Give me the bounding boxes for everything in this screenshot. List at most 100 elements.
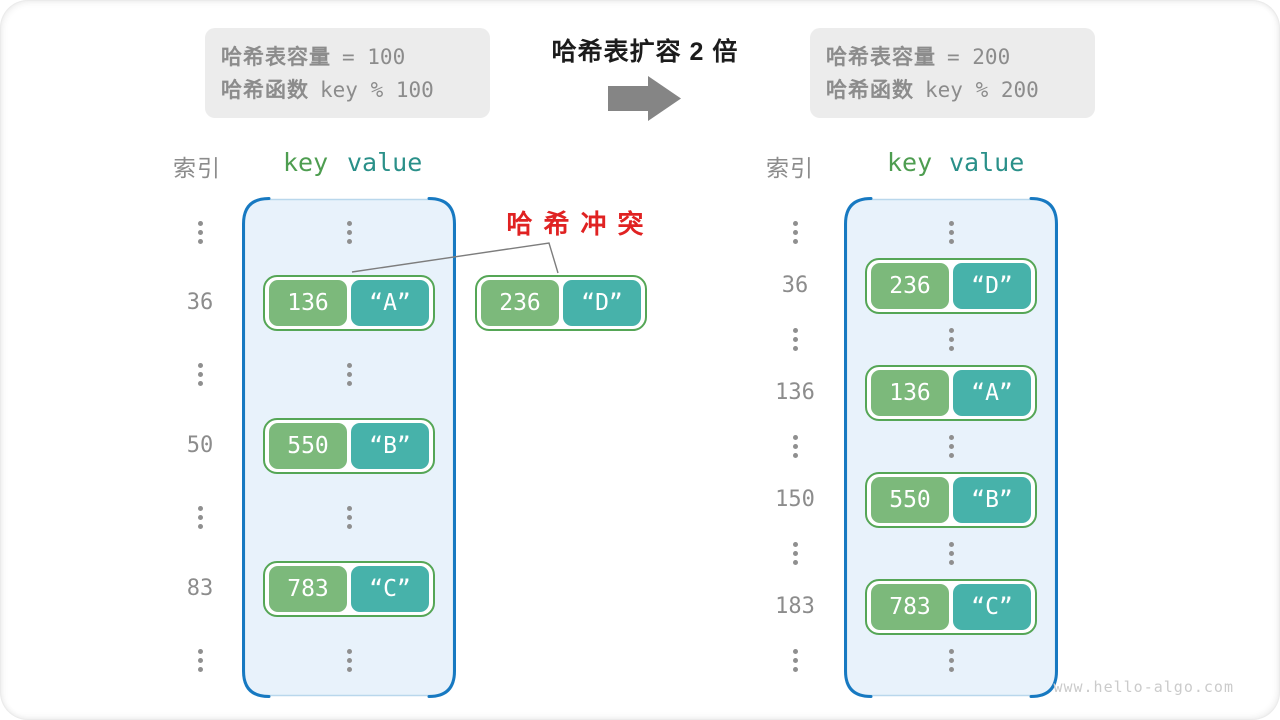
dot [948,434,954,440]
hash-function-value: key % 100 [320,78,434,102]
dot [948,345,954,351]
dot [792,443,798,449]
vertical-ellipsis [948,648,954,672]
pair-value: “D” [953,262,1031,309]
dot [346,648,352,654]
dot [948,666,954,672]
dot [197,506,203,512]
hash-function-line: 哈希函数 key % 200 [826,74,1095,107]
dot [792,648,798,654]
vertical-ellipsis [346,506,352,530]
dot [346,381,352,387]
dot [948,443,954,449]
pair-key: 136 [269,280,347,327]
dot [197,372,203,378]
old-capacity-box: 哈希表容量 = 100 哈希函数 key % 100 [205,28,490,118]
vertical-ellipsis [948,220,954,244]
left-value-header: value [347,148,423,177]
pair-value: “C” [953,583,1031,630]
index-label: 183 [775,593,815,619]
dot [948,327,954,333]
dot [346,515,352,521]
dot [948,229,954,235]
vertical-ellipsis [197,648,203,672]
dot [948,541,954,547]
pair-value: “C” [351,566,429,612]
dot [197,648,203,654]
dot [792,336,798,342]
dot [346,229,352,235]
vertical-ellipsis [792,434,798,458]
dot [346,238,352,244]
index-label: 36 [186,290,214,316]
vertical-ellipsis [792,327,798,351]
index-label: 83 [186,576,214,601]
pair-key: 136 [871,369,949,416]
key-value-pair: 783“C” [263,561,435,617]
capacity-line: 哈希表容量 = 100 [221,41,490,74]
left-index-header: 索引 [173,155,221,181]
right-value-header: value [949,148,1025,177]
dot [792,238,798,244]
hash-conflict-label: 哈希冲突 [506,209,655,239]
dot [792,220,798,226]
dot [197,515,203,521]
capacity-value: = 200 [947,45,1011,69]
dot [792,666,798,672]
dot [197,363,203,369]
key-value-pair: 783“C” [865,578,1037,635]
dot [197,524,203,530]
vertical-ellipsis [792,541,798,565]
pair-value: “D” [563,280,641,326]
dot [948,238,954,244]
pair-key: 783 [269,566,347,612]
dot [197,220,203,226]
capacity-label: 哈希表容量 [221,46,331,69]
dot [948,220,954,226]
dot [792,559,798,565]
vertical-ellipsis [948,327,954,351]
vertical-ellipsis [346,648,352,672]
dot [346,220,352,226]
index-label: 50 [186,433,214,459]
capacity-label: 哈希表容量 [826,46,936,69]
dot [948,452,954,458]
dot [948,648,954,654]
dot [948,336,954,342]
dot [792,345,798,351]
vertical-ellipsis [197,363,203,387]
dot [346,524,352,530]
index-label: 150 [775,486,815,512]
hash-function-label: 哈希函数 [221,79,309,102]
dot [346,506,352,512]
hash-function-label: 哈希函数 [826,79,914,102]
dot [346,657,352,663]
pair-key: 550 [269,423,347,470]
dot [197,381,203,387]
vertical-ellipsis [197,506,203,530]
pair-key: 236 [481,280,559,326]
hash-function-line: 哈希函数 key % 100 [221,74,490,107]
dot [792,657,798,663]
pair-key: 783 [871,583,949,630]
dot [948,559,954,565]
vertical-ellipsis [792,220,798,244]
pair-value: “B” [351,423,429,470]
index-label: 136 [775,379,815,405]
dot [197,666,203,672]
dot [792,434,798,440]
pair-value: “A” [351,280,429,327]
new-capacity-box: 哈希表容量 = 200 哈希函数 key % 200 [810,28,1095,118]
dot [346,666,352,672]
key-value-pair: 550“B” [263,418,435,475]
dot [197,229,203,235]
pair-value: “B” [953,476,1031,523]
index-label: 36 [781,272,809,298]
key-value-pair: 236“D” [475,275,647,331]
dot [792,541,798,547]
dot [792,550,798,556]
left-key-header: key [283,148,329,177]
right-index-header: 索引 [766,155,814,181]
